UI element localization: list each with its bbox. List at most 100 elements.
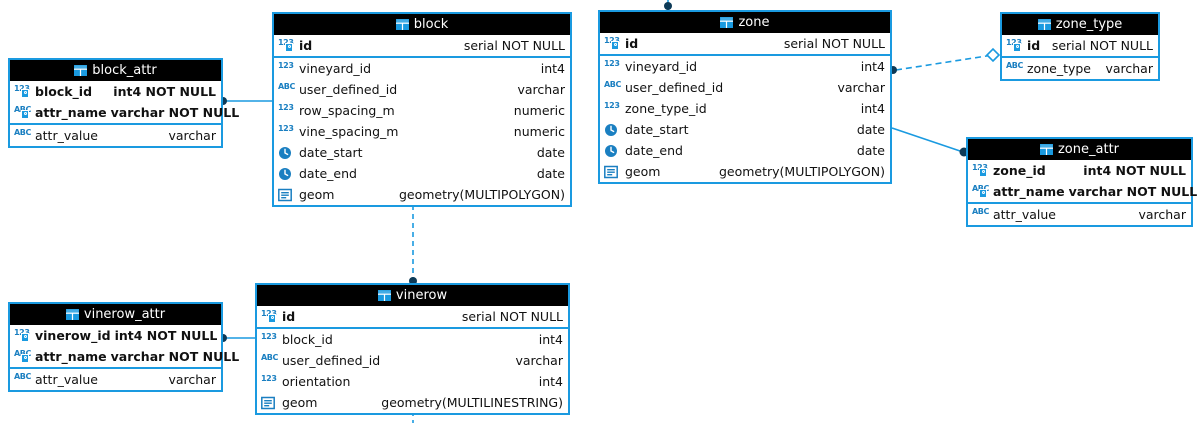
- varchar-icon: ABC: [604, 79, 621, 89]
- entity-header[interactable]: vinerow: [257, 285, 568, 306]
- field-type: varchar: [168, 372, 216, 387]
- field-type: date: [536, 166, 565, 181]
- field-type: int4: [538, 332, 563, 347]
- field-type: varchar NOT NULL: [110, 349, 240, 364]
- field-name: vineyard_id: [625, 59, 698, 74]
- field-row[interactable]: 123idserial NOT NULL: [600, 33, 890, 54]
- field-row[interactable]: ABC attr_value varchar: [10, 369, 221, 390]
- field-name: vine_spacing_m: [299, 124, 399, 139]
- integer-icon: 123: [14, 84, 32, 100]
- field-type: date: [856, 143, 885, 158]
- entity-title: zone_attr: [1057, 142, 1120, 157]
- field-type: date: [856, 122, 885, 137]
- field-name: date_end: [625, 143, 683, 158]
- field-row[interactable]: 123idserial NOT NULL: [274, 35, 570, 56]
- field-type: int4: [540, 61, 565, 76]
- field-row[interactable]: date_end date: [600, 140, 890, 161]
- entity-header[interactable]: block: [274, 14, 570, 35]
- field-name: attr_name: [35, 105, 107, 120]
- field-name: attr_name: [993, 184, 1065, 199]
- field-row[interactable]: date_end date: [274, 163, 570, 184]
- entity-header[interactable]: zone_attr: [968, 139, 1191, 160]
- table-icon: [395, 16, 409, 37]
- field-row[interactable]: 123idserial NOT NULL: [257, 306, 568, 327]
- integer-icon: 123: [604, 36, 622, 52]
- field-name: attr_value: [35, 372, 98, 387]
- field-name: id: [282, 309, 296, 324]
- key-icon: [285, 42, 293, 52]
- field-name: date_end: [299, 166, 357, 181]
- field-type: serial NOT NULL: [783, 36, 885, 51]
- field-name: geom: [299, 187, 335, 202]
- varchar-icon: ABC: [14, 371, 31, 381]
- field-type: int4: [860, 59, 885, 74]
- varchar-icon: ABC: [14, 127, 31, 137]
- integer-icon: 123: [972, 163, 990, 179]
- field-type: int4 NOT NULL: [113, 84, 216, 99]
- entity-header[interactable]: zone_type: [1002, 14, 1158, 35]
- link-zone-zone_type: [895, 54, 994, 71]
- integer-icon: 123: [278, 60, 294, 70]
- marker-dot-zone-top: [664, 2, 672, 10]
- field-type: int4: [538, 374, 563, 389]
- field-type: date: [536, 145, 565, 160]
- varchar-icon: ABC: [14, 349, 32, 365]
- key-icon: [21, 109, 29, 119]
- field-type: numeric: [513, 103, 565, 118]
- field-name: zone_type: [1027, 61, 1091, 76]
- entity-title: zone_type: [1055, 17, 1123, 32]
- entity-header[interactable]: vinerow_attr: [10, 304, 221, 325]
- entity-vinerow[interactable]: vinerow123idserial NOT NULL123block_idin…: [255, 283, 570, 415]
- primary-key-section: 123idserial NOT NULL: [1002, 35, 1158, 58]
- field-row[interactable]: 123idserial NOT NULL: [1002, 35, 1158, 56]
- field-name: orientation: [282, 374, 351, 389]
- integer-icon: 123: [278, 102, 294, 112]
- field-type: serial NOT NULL: [463, 38, 565, 53]
- field-name: block_id: [282, 332, 333, 347]
- entity-header[interactable]: zone: [600, 12, 890, 33]
- field-name: block_id: [35, 84, 93, 99]
- integer-icon: 123: [14, 328, 32, 344]
- entity-zone_type[interactable]: zone_type 123idserial NOT NULLABCzone_typ…: [1000, 12, 1160, 81]
- table-icon: [65, 306, 79, 327]
- field-type: varchar NOT NULL: [110, 105, 240, 120]
- field-name: user_defined_id: [625, 80, 724, 95]
- entity-block[interactable]: block123idserial NOT NULL123vineyard_idi…: [272, 12, 572, 207]
- field-name: attr_value: [35, 128, 98, 143]
- clock-icon: [278, 166, 296, 182]
- field-type: numeric: [513, 124, 565, 139]
- entity-header[interactable]: block_attr: [10, 60, 221, 81]
